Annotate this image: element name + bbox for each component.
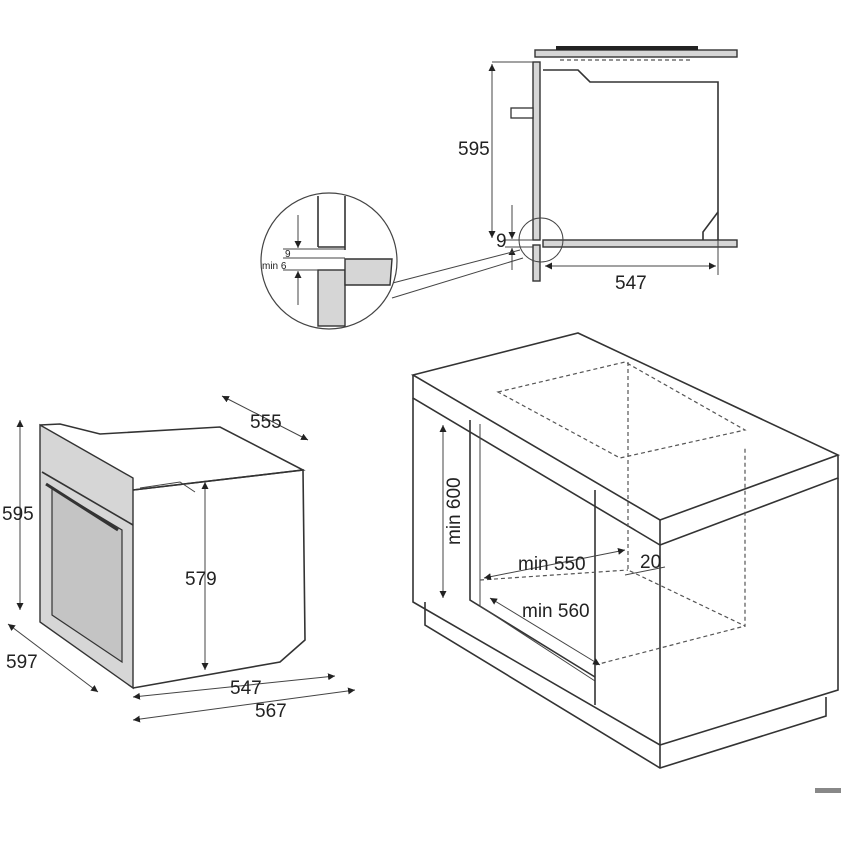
niche-width-label: min 550: [518, 554, 586, 575]
oven-front-panel: [532, 61, 541, 241]
oven-inner-height-label: 579: [185, 569, 217, 590]
cabinet-front-panel: [532, 244, 541, 282]
oven-total-depth-label: 567: [255, 701, 287, 722]
oven-body-depth-label: 547: [230, 678, 262, 699]
detail-marker: [518, 217, 564, 263]
section-gap-label: 9: [496, 231, 507, 252]
oven-width-label: 597: [6, 652, 38, 673]
detail-view: 9 min 6: [260, 192, 398, 330]
hob: [556, 46, 698, 50]
oven-body: [543, 69, 719, 240]
cabinet-view: min 600 min 550 20 min 560: [410, 332, 841, 769]
oven-body-side: [132, 469, 306, 689]
oven-height-label: 595: [2, 504, 34, 525]
worktop-top: [410, 332, 841, 521]
niche-height-label: min 600: [444, 477, 465, 545]
shelf: [542, 239, 738, 248]
rear-gap-label: 20: [640, 552, 661, 573]
oven-view: 595 555 579 597 547 567: [2, 395, 356, 723]
section-depth-label: 547: [615, 273, 647, 294]
section-height-label: 595: [458, 139, 490, 160]
detail-min-gap-label: min 6: [262, 261, 287, 272]
oven-handle: [510, 107, 534, 119]
worktop: [534, 49, 738, 58]
corner-marker: [815, 788, 841, 793]
detail-gap-label: 9: [285, 249, 291, 260]
niche-depth-label: min 560: [522, 601, 590, 622]
oven-door-handle: [45, 482, 119, 532]
oven-top-depth-label: 555: [250, 412, 282, 433]
section-view: 595 9 547: [384, 46, 738, 299]
cabinet-body: [412, 398, 839, 746]
